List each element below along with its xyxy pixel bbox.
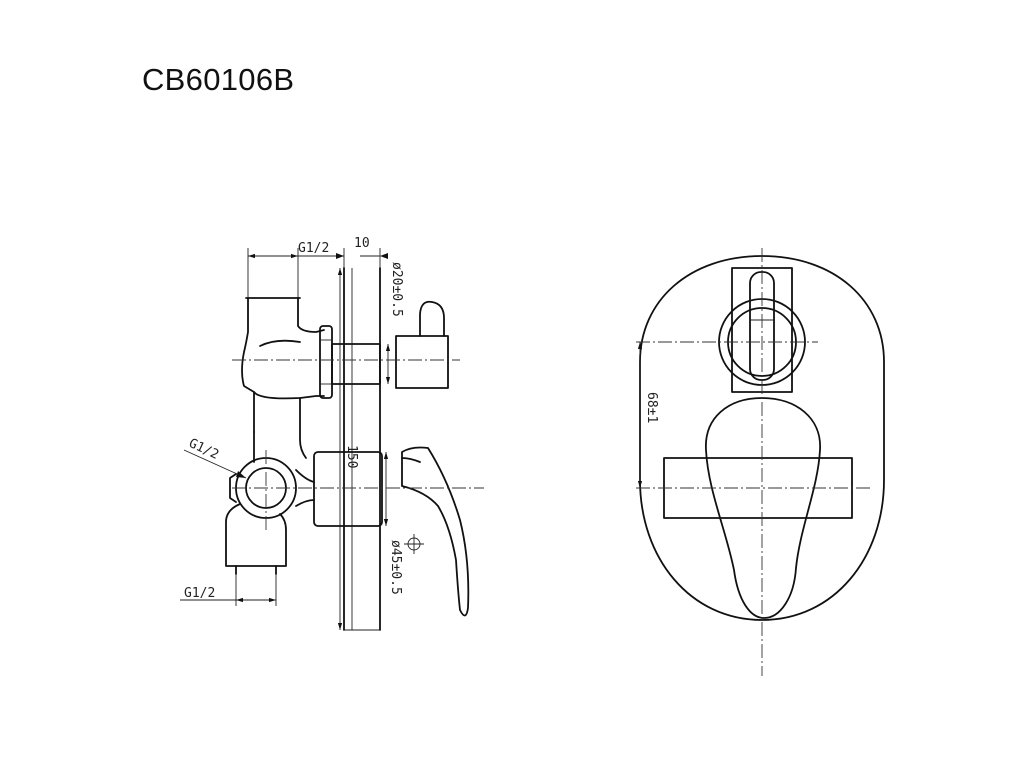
- front-view: 68±1: [636, 248, 885, 676]
- dim-top-10: 10: [334, 236, 388, 268]
- dim-top-g12-label: G1/2: [298, 241, 329, 256]
- valve-body: ø20±0.5 ø45±0.5: [225, 262, 449, 595]
- model-title: CB60106B: [142, 62, 295, 97]
- dim-depth-label: 150: [344, 445, 359, 468]
- mixer-handle: [401, 446, 470, 617]
- dim-stem-diameter-label: ø20±0.5: [389, 262, 404, 317]
- dim-center-distance-label: 68±1: [644, 392, 659, 423]
- dim-bottom-g12-label: G1/2: [184, 586, 215, 601]
- wall-plates: 150: [337, 267, 381, 631]
- diverter-bracket: [731, 267, 793, 393]
- side-view: G1/2 10 150: [180, 236, 484, 631]
- dim-side-g12: G1/2: [183, 436, 247, 479]
- lever-handle: [705, 397, 821, 619]
- cover-plate: [639, 255, 885, 621]
- side-centerlines: [232, 359, 484, 530]
- dim-body-diameter-label: ø45±0.5: [388, 540, 403, 595]
- dim-center-distance: 68±1: [637, 342, 659, 488]
- dim-top-10-label: 10: [354, 236, 370, 251]
- dim-top-g12: G1/2: [247, 241, 344, 298]
- dim-bottom-g12: G1/2: [180, 574, 277, 606]
